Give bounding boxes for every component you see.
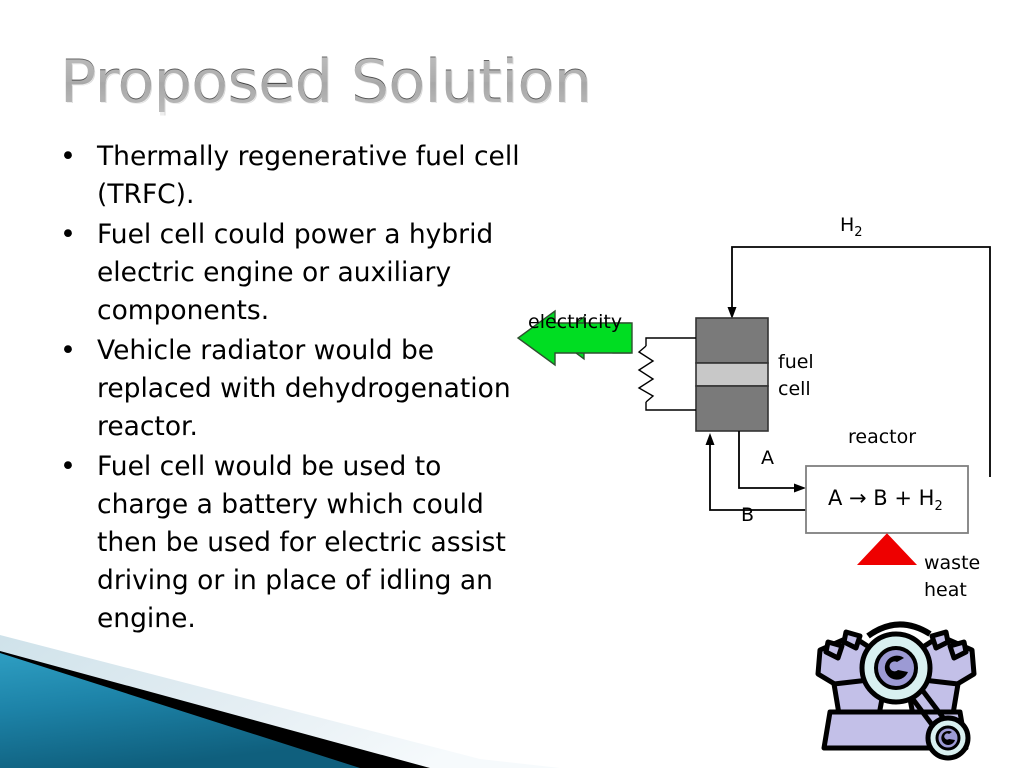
stream-b-arrowhead: [705, 433, 715, 445]
fuel-cell-bottom-electrode: [695, 385, 769, 432]
list-item-label: Fuel cell could power a hybrid electric …: [97, 219, 494, 326]
trfc-system-diagram: H2 electricity fuel cell reactor A B A →…: [500, 205, 1024, 601]
waste-heat-label-line2: heat: [924, 579, 967, 601]
waste-heat-arrow-icon: [856, 533, 918, 565]
stream-a-label: A: [761, 447, 774, 469]
decoration-pale-band: [0, 635, 560, 768]
electricity-label: electricity: [528, 311, 623, 333]
bullet-point-icon: •: [60, 219, 76, 250]
hydrogen-label-text: H: [840, 214, 855, 236]
engine-small-pulley: [925, 715, 971, 761]
fuel-cell-label-line2: cell: [778, 378, 811, 400]
corner-decoration: [0, 623, 560, 768]
decoration-black-stripe: [0, 651, 430, 768]
stream-a-arrowhead: [794, 483, 806, 493]
engine-svg: [815, 621, 977, 761]
list-item: • Fuel cell would be used to charge a ba…: [52, 448, 522, 638]
page-title: Proposed Solution: [60, 47, 592, 117]
reaction-equation-subscript: 2: [934, 499, 943, 515]
reaction-equation-text: A → B + H: [828, 486, 935, 510]
stream-b-flow-line: [705, 433, 806, 511]
waste-heat-label-line1: waste: [924, 552, 981, 574]
external-circuit: [637, 337, 696, 411]
hydrogen-label: H2: [840, 214, 863, 241]
fuel-cell-label-line1: fuel: [778, 351, 814, 373]
bullet-point-icon: •: [60, 141, 76, 172]
hydrogen-flow-line: [727, 246, 991, 477]
list-item: • Thermally regenerative fuel cell (TRFC…: [52, 138, 522, 214]
list-item-label: Thermally regenerative fuel cell (TRFC).: [97, 141, 520, 210]
resistor-icon: [637, 345, 655, 403]
engine-main-pulley: [859, 631, 933, 705]
fuel-cell-membrane: [695, 362, 769, 387]
page-title-shadow: Proposed Solution: [61, 53, 593, 113]
reaction-equation-label: A → B + H2: [828, 486, 943, 515]
bullet-point-icon: •: [60, 451, 76, 482]
fuel-cell-top-electrode: [695, 317, 769, 364]
engine-clipart-image: [800, 612, 992, 762]
reactor-box: [805, 465, 969, 534]
engine-top-arc: [866, 621, 932, 639]
reactor-label: reactor: [848, 426, 917, 448]
stream-a-flow-line: [738, 431, 806, 493]
stream-b-label: B: [741, 504, 755, 526]
list-item-label: Vehicle radiator would be replaced with …: [97, 335, 511, 442]
list-item-label: Fuel cell would be used to charge a batt…: [97, 451, 506, 634]
bullet-list: • Thermally regenerative fuel cell (TRFC…: [52, 138, 522, 640]
decoration-teal-wedge: [0, 653, 360, 768]
diagram-svg: [516, 246, 991, 565]
fuel-cell-stack: [695, 317, 769, 432]
hydrogen-label-subscript: 2: [854, 224, 863, 240]
list-item: • Vehicle radiator would be replaced wit…: [52, 332, 522, 446]
list-item: • Fuel cell could power a hybrid electri…: [52, 216, 522, 330]
corner-decoration-svg: [0, 635, 560, 768]
electricity-arrow-body: [516, 309, 633, 367]
bullet-point-icon: •: [60, 335, 76, 366]
hydrogen-arrowhead: [727, 307, 737, 319]
